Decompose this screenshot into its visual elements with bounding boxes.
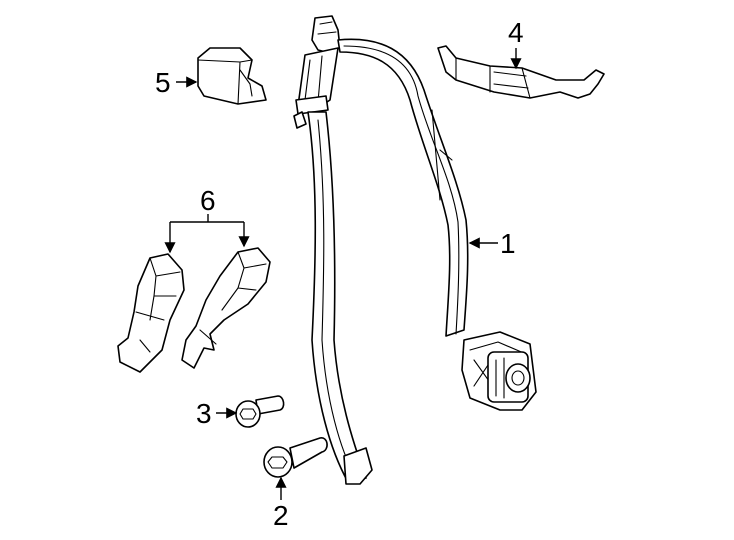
buckle-right xyxy=(181,247,271,369)
seat-belt-assembly xyxy=(293,15,537,485)
bolt-long xyxy=(263,437,328,478)
leader-lines xyxy=(164,48,522,500)
callout-5: 5 xyxy=(155,67,171,98)
leader-6-bar xyxy=(170,214,244,223)
callout-6: 6 xyxy=(200,185,216,216)
callout-4: 4 xyxy=(508,17,524,48)
bracket xyxy=(437,45,605,99)
callout-1: 1 xyxy=(500,228,516,259)
callout-2: 2 xyxy=(273,500,289,531)
callout-3: 3 xyxy=(196,398,212,429)
bolt-short xyxy=(235,395,285,428)
cover xyxy=(197,47,267,105)
buckle-left xyxy=(117,253,185,373)
